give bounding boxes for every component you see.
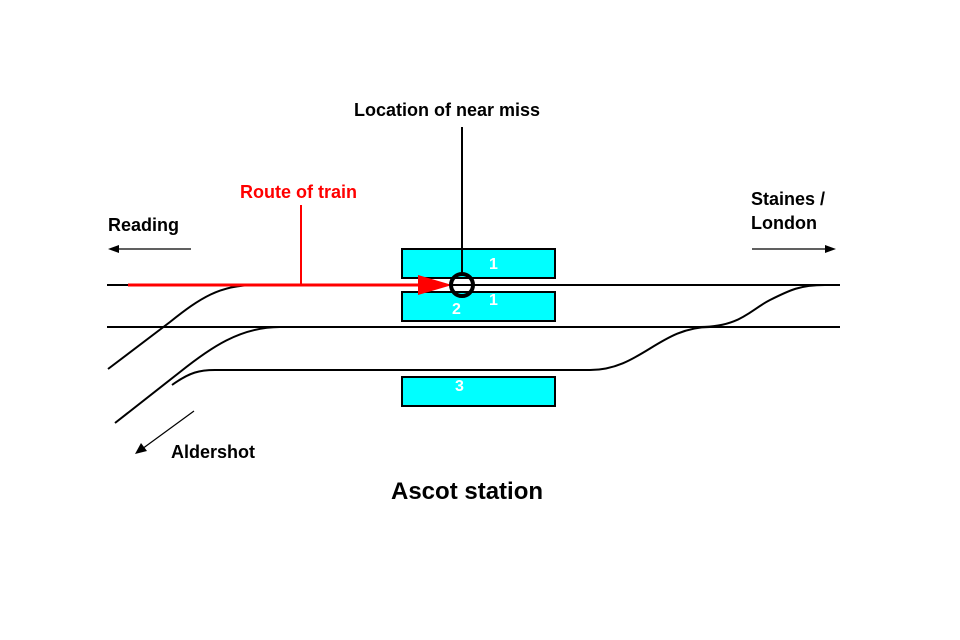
location-label: Location of near miss <box>354 100 541 120</box>
staines-label-line2: London <box>751 213 817 233</box>
aldershot-arrow-line <box>141 410 195 450</box>
aldershot-arrow-icon <box>135 443 147 454</box>
platform-upper <box>401 248 556 279</box>
reading-label: Reading <box>108 215 180 235</box>
platform-middle-number-2: 2 <box>452 301 461 318</box>
diagram-title: Ascot station <box>391 478 544 505</box>
platform-middle <box>401 291 556 322</box>
platform-middle-number-1: 1 <box>489 292 498 309</box>
aldershot-label: Aldershot <box>171 442 256 462</box>
route-label: Route of train <box>240 182 357 202</box>
near-miss-marker <box>449 272 475 298</box>
reading-arrow-icon <box>108 245 119 253</box>
platform-lower <box>401 376 556 407</box>
curve-aldershot-branch <box>114 326 281 424</box>
track-lower <box>171 326 711 386</box>
staines-arrow-icon <box>825 245 836 253</box>
curve-right-crossover <box>699 284 826 328</box>
platform-lower-number: 3 <box>455 378 464 395</box>
route-arrowhead <box>418 275 452 295</box>
platform-upper-number: 1 <box>489 256 498 273</box>
staines-label-line1: Staines / <box>751 189 826 209</box>
